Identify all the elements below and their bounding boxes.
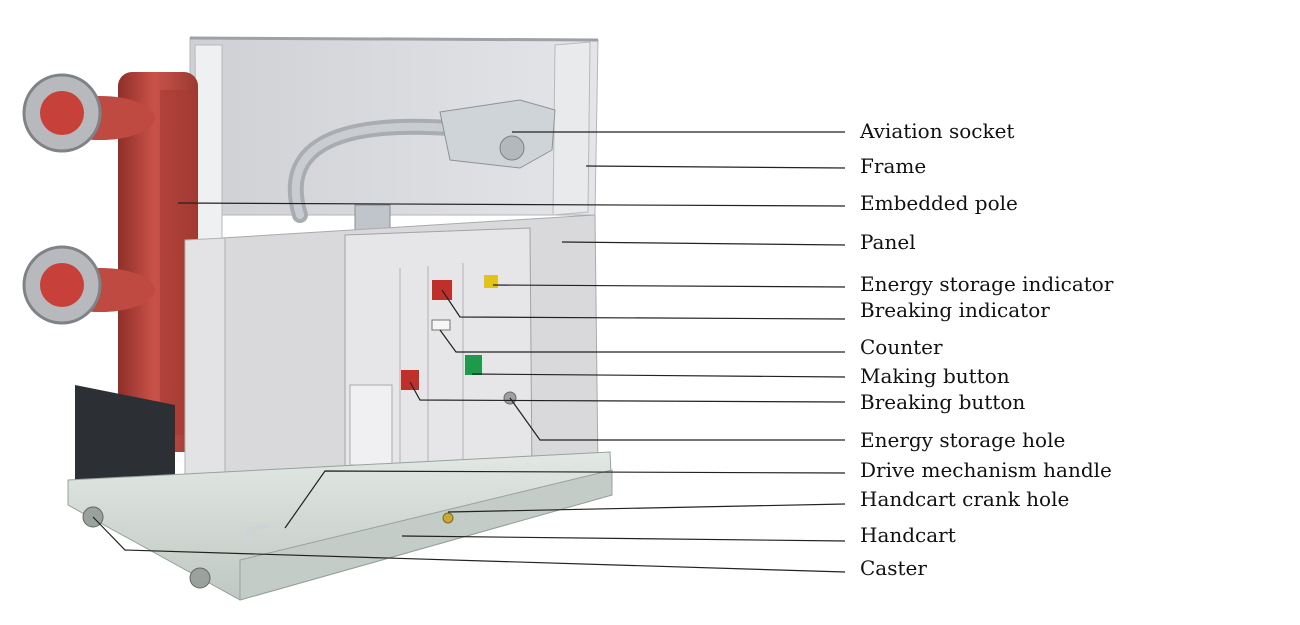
label-handcart: Handcart: [860, 523, 956, 547]
leader-frame: [585, 165, 846, 169]
label-caster: Caster: [860, 556, 927, 580]
handcart-crank-hole: [442, 512, 454, 524]
leader-breaking-button: [409, 381, 846, 403]
label-drive-mechanism-handle: Drive mechanism handle: [860, 458, 1112, 482]
label-embedded-pole: Embedded pole: [860, 191, 1018, 215]
leader-counter: [439, 329, 845, 353]
label-aviation-socket: Aviation socket: [860, 119, 1015, 143]
leader-energy-storage-indicator: [492, 284, 846, 288]
label-frame: Frame: [860, 154, 927, 178]
counter: [431, 319, 451, 331]
energy-storage-indicator: [484, 275, 498, 288]
leader-drive-mechanism-handle: [284, 470, 846, 529]
drive-mechanism-handle: [245, 522, 269, 545]
leader-handcart-crank-hole: [447, 503, 846, 513]
embedded-pole: [22, 72, 198, 452]
label-energy-storage-indicator: Energy storage indicator: [860, 272, 1114, 296]
label-making-button: Making button: [860, 364, 1010, 388]
label-counter: Counter: [860, 335, 943, 359]
label-handcart-crank-hole: Handcart crank hole: [860, 487, 1070, 511]
label-energy-storage-hole: Energy storage hole: [860, 428, 1066, 452]
label-breaking-indicator: Breaking indicator: [860, 298, 1050, 322]
leader-panel: [561, 241, 846, 246]
label-panel: Panel: [860, 230, 916, 254]
breaking-button[interactable]: [401, 370, 419, 390]
leader-making-button: [471, 373, 846, 378]
leader-lines: [92, 131, 846, 573]
leader-embedded-pole: [177, 202, 846, 207]
handcart: [67, 451, 613, 601]
leader-handcart: [401, 535, 846, 542]
leader-energy-storage-hole: [509, 397, 845, 441]
leader-breaking-indicator: [441, 289, 846, 320]
making-button[interactable]: [465, 355, 482, 375]
leader-caster: [92, 516, 846, 573]
label-breaking-button: Breaking button: [860, 390, 1026, 414]
